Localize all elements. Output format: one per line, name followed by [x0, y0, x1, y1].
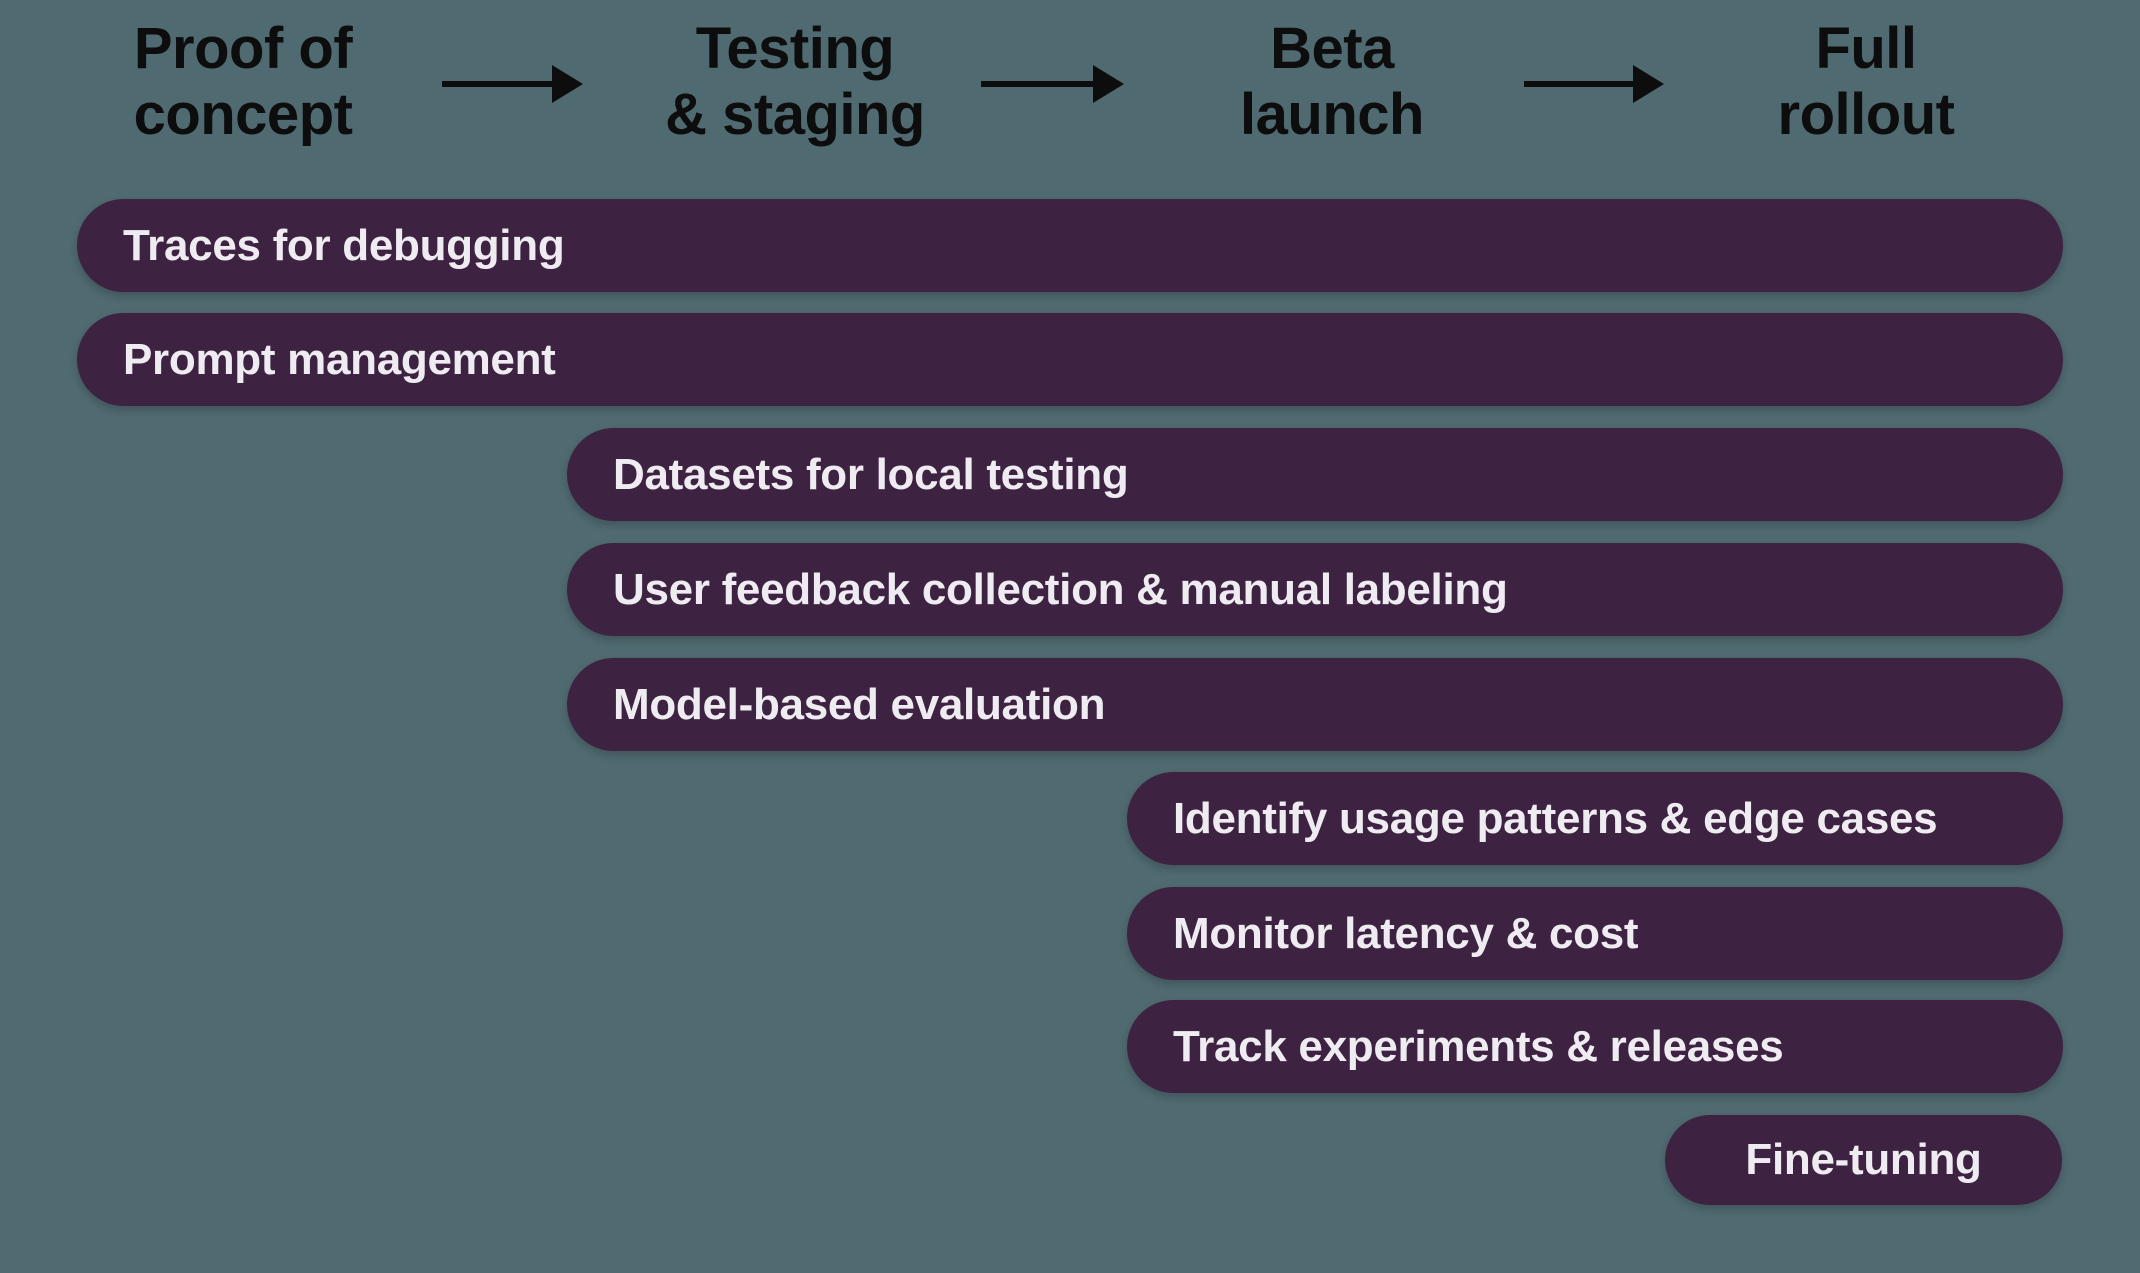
stage-label-testing-staging: Testing & staging	[665, 16, 925, 147]
bar-label: Datasets for local testing	[613, 449, 1129, 499]
bar-label: Model-based evaluation	[613, 679, 1106, 729]
bar-user-feedback-collection: User feedback collection & manual labeli…	[567, 543, 2063, 636]
bar-label: Fine-tuning	[1745, 1135, 1982, 1184]
arrow-right-icon	[442, 65, 583, 103]
bar-identify-usage-patterns: Identify usage patterns & edge cases	[1127, 772, 2063, 865]
stage-label-proof-of-concept: Proof of concept	[133, 16, 353, 147]
bar-label: Identify usage patterns & edge cases	[1173, 793, 1938, 843]
bar-label: Traces for debugging	[123, 220, 565, 270]
bar-track-experiments-releases: Track experiments & releases	[1127, 1000, 2063, 1093]
bar-monitor-latency-cost: Monitor latency & cost	[1127, 887, 2063, 980]
bar-label: Prompt management	[123, 334, 556, 384]
stage-label-beta-launch: Beta launch	[1240, 16, 1424, 147]
bar-model-based-evaluation: Model-based evaluation	[567, 658, 2063, 751]
arrow-right-icon	[1524, 65, 1664, 103]
bar-label: Monitor latency & cost	[1173, 908, 1639, 958]
bar-prompt-management: Prompt management	[77, 313, 2063, 406]
bar-label: User feedback collection & manual labeli…	[613, 564, 1508, 614]
arrow-right-icon	[981, 65, 1124, 103]
bar-traces-for-debugging: Traces for debugging	[77, 199, 2063, 292]
stage-label-full-rollout: Full rollout	[1777, 16, 1955, 147]
bar-fine-tuning: Fine-tuning	[1665, 1115, 2062, 1205]
bar-datasets-for-local-testing: Datasets for local testing	[567, 428, 2063, 521]
bar-label: Track experiments & releases	[1173, 1021, 1784, 1071]
